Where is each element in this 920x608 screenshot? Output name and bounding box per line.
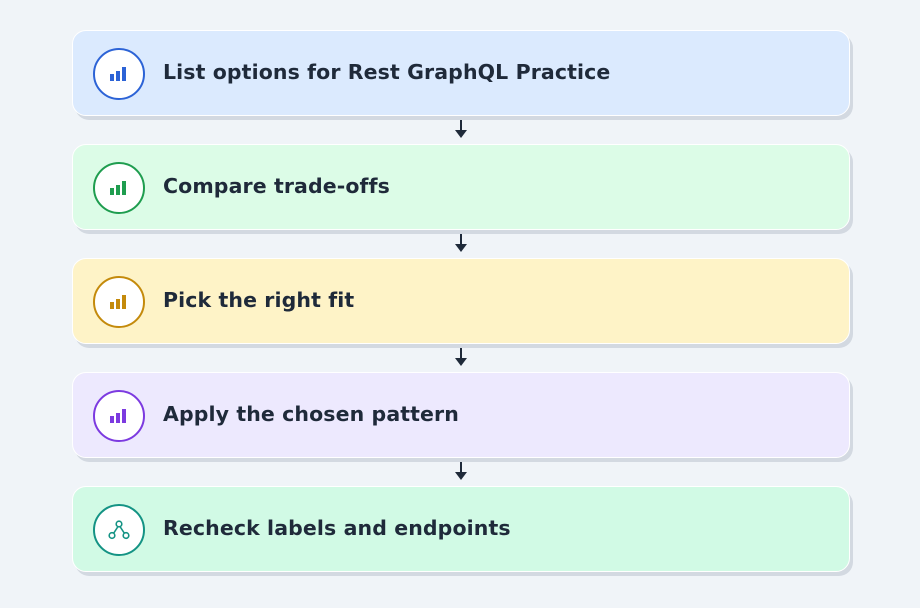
step-label: Recheck labels and endpoints [163, 516, 511, 540]
down-arrow-icon [455, 120, 467, 138]
connector-arrow [72, 344, 850, 372]
step-icon-circle [93, 276, 145, 328]
step-label: Pick the right fit [163, 288, 355, 312]
bar-chart-icon [110, 409, 126, 423]
bar-chart-icon [110, 295, 126, 309]
step-list-options: List options for Rest GraphQL Practice [72, 30, 850, 116]
down-arrow-icon [455, 234, 467, 252]
step-apply-pattern: Apply the chosen pattern [72, 372, 850, 458]
step-icon-circle [93, 48, 145, 100]
flowchart: List options for Rest GraphQL Practice C… [72, 30, 850, 572]
network-icon [108, 520, 130, 540]
step-compare-trade-offs: Compare trade-offs [72, 144, 850, 230]
down-arrow-icon [455, 348, 467, 366]
bar-chart-icon [110, 67, 126, 81]
step-pick-right-fit: Pick the right fit [72, 258, 850, 344]
step-recheck-labels: Recheck labels and endpoints [72, 486, 850, 572]
step-label: Apply the chosen pattern [163, 402, 459, 426]
step-label: List options for Rest GraphQL Practice [163, 60, 611, 84]
connector-arrow [72, 116, 850, 144]
bar-chart-icon [110, 181, 126, 195]
step-icon-circle [93, 162, 145, 214]
connector-arrow [72, 230, 850, 258]
step-label: Compare trade-offs [163, 174, 390, 198]
step-icon-circle [93, 390, 145, 442]
step-icon-circle [93, 504, 145, 556]
connector-arrow [72, 458, 850, 486]
down-arrow-icon [455, 462, 467, 480]
